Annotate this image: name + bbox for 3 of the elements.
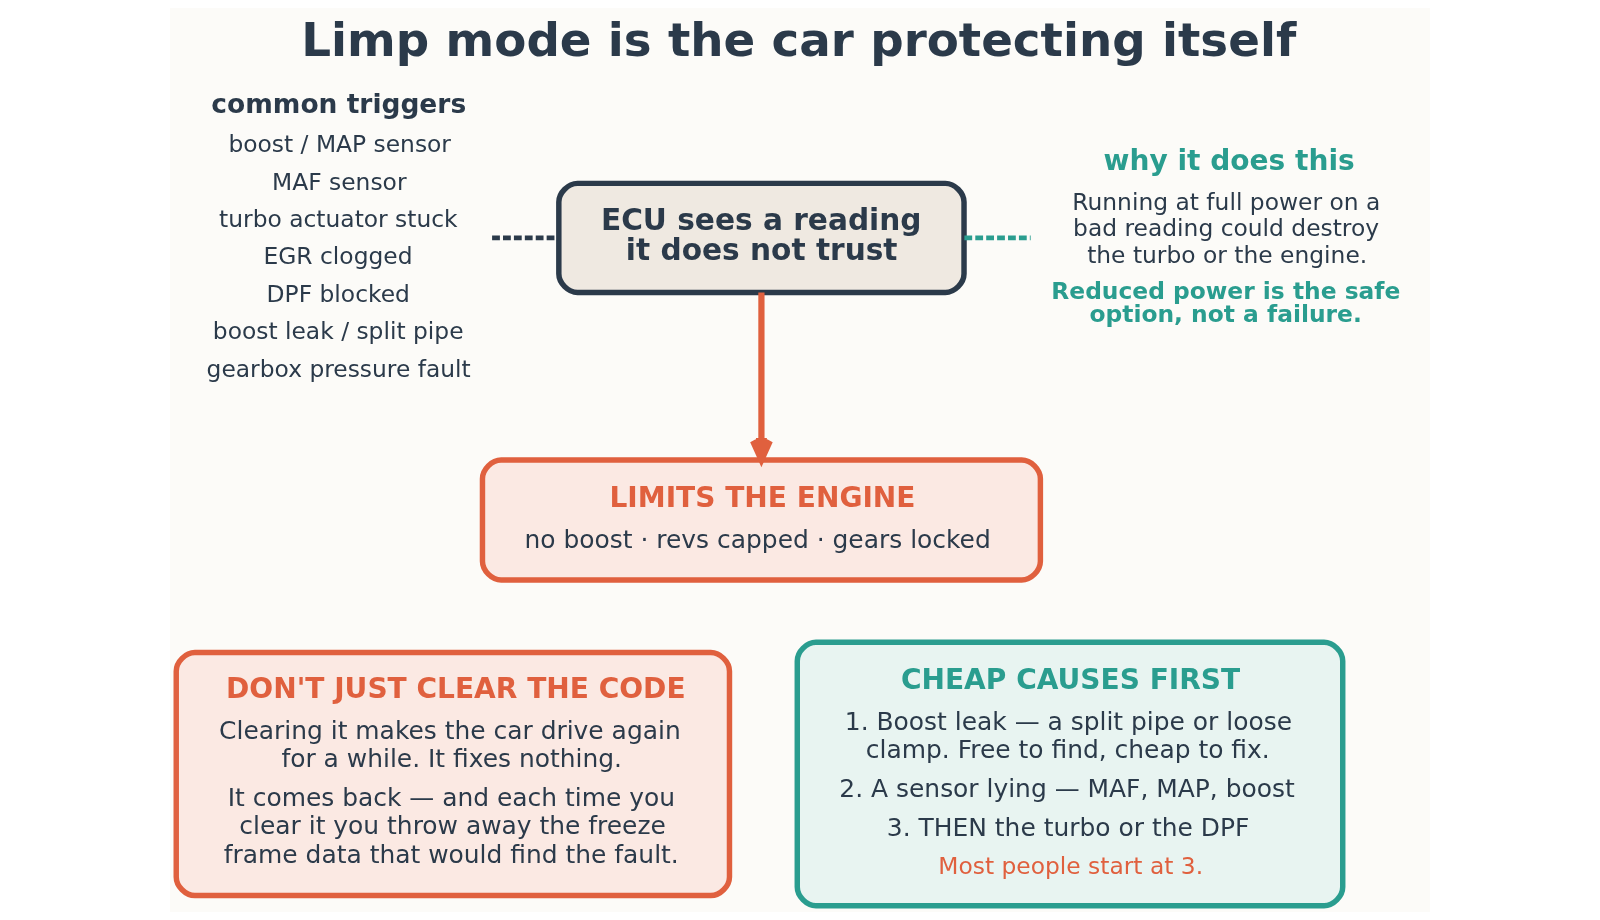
diagram-title: Limp mode is the car protecting itself: [301, 13, 1297, 68]
node-text: why it does this Running at full power on a bad reading could destroy the turbo or the engine. Reduced power is the safe option, not a failure.: [1051, 143, 1401, 329]
node-text: common triggers boost / MAP sensor MAF sensor turbo actuator stuck EGR clogged DPF blocked boost leak / split pipe gearbox pressure fault: [206, 87, 471, 383]
